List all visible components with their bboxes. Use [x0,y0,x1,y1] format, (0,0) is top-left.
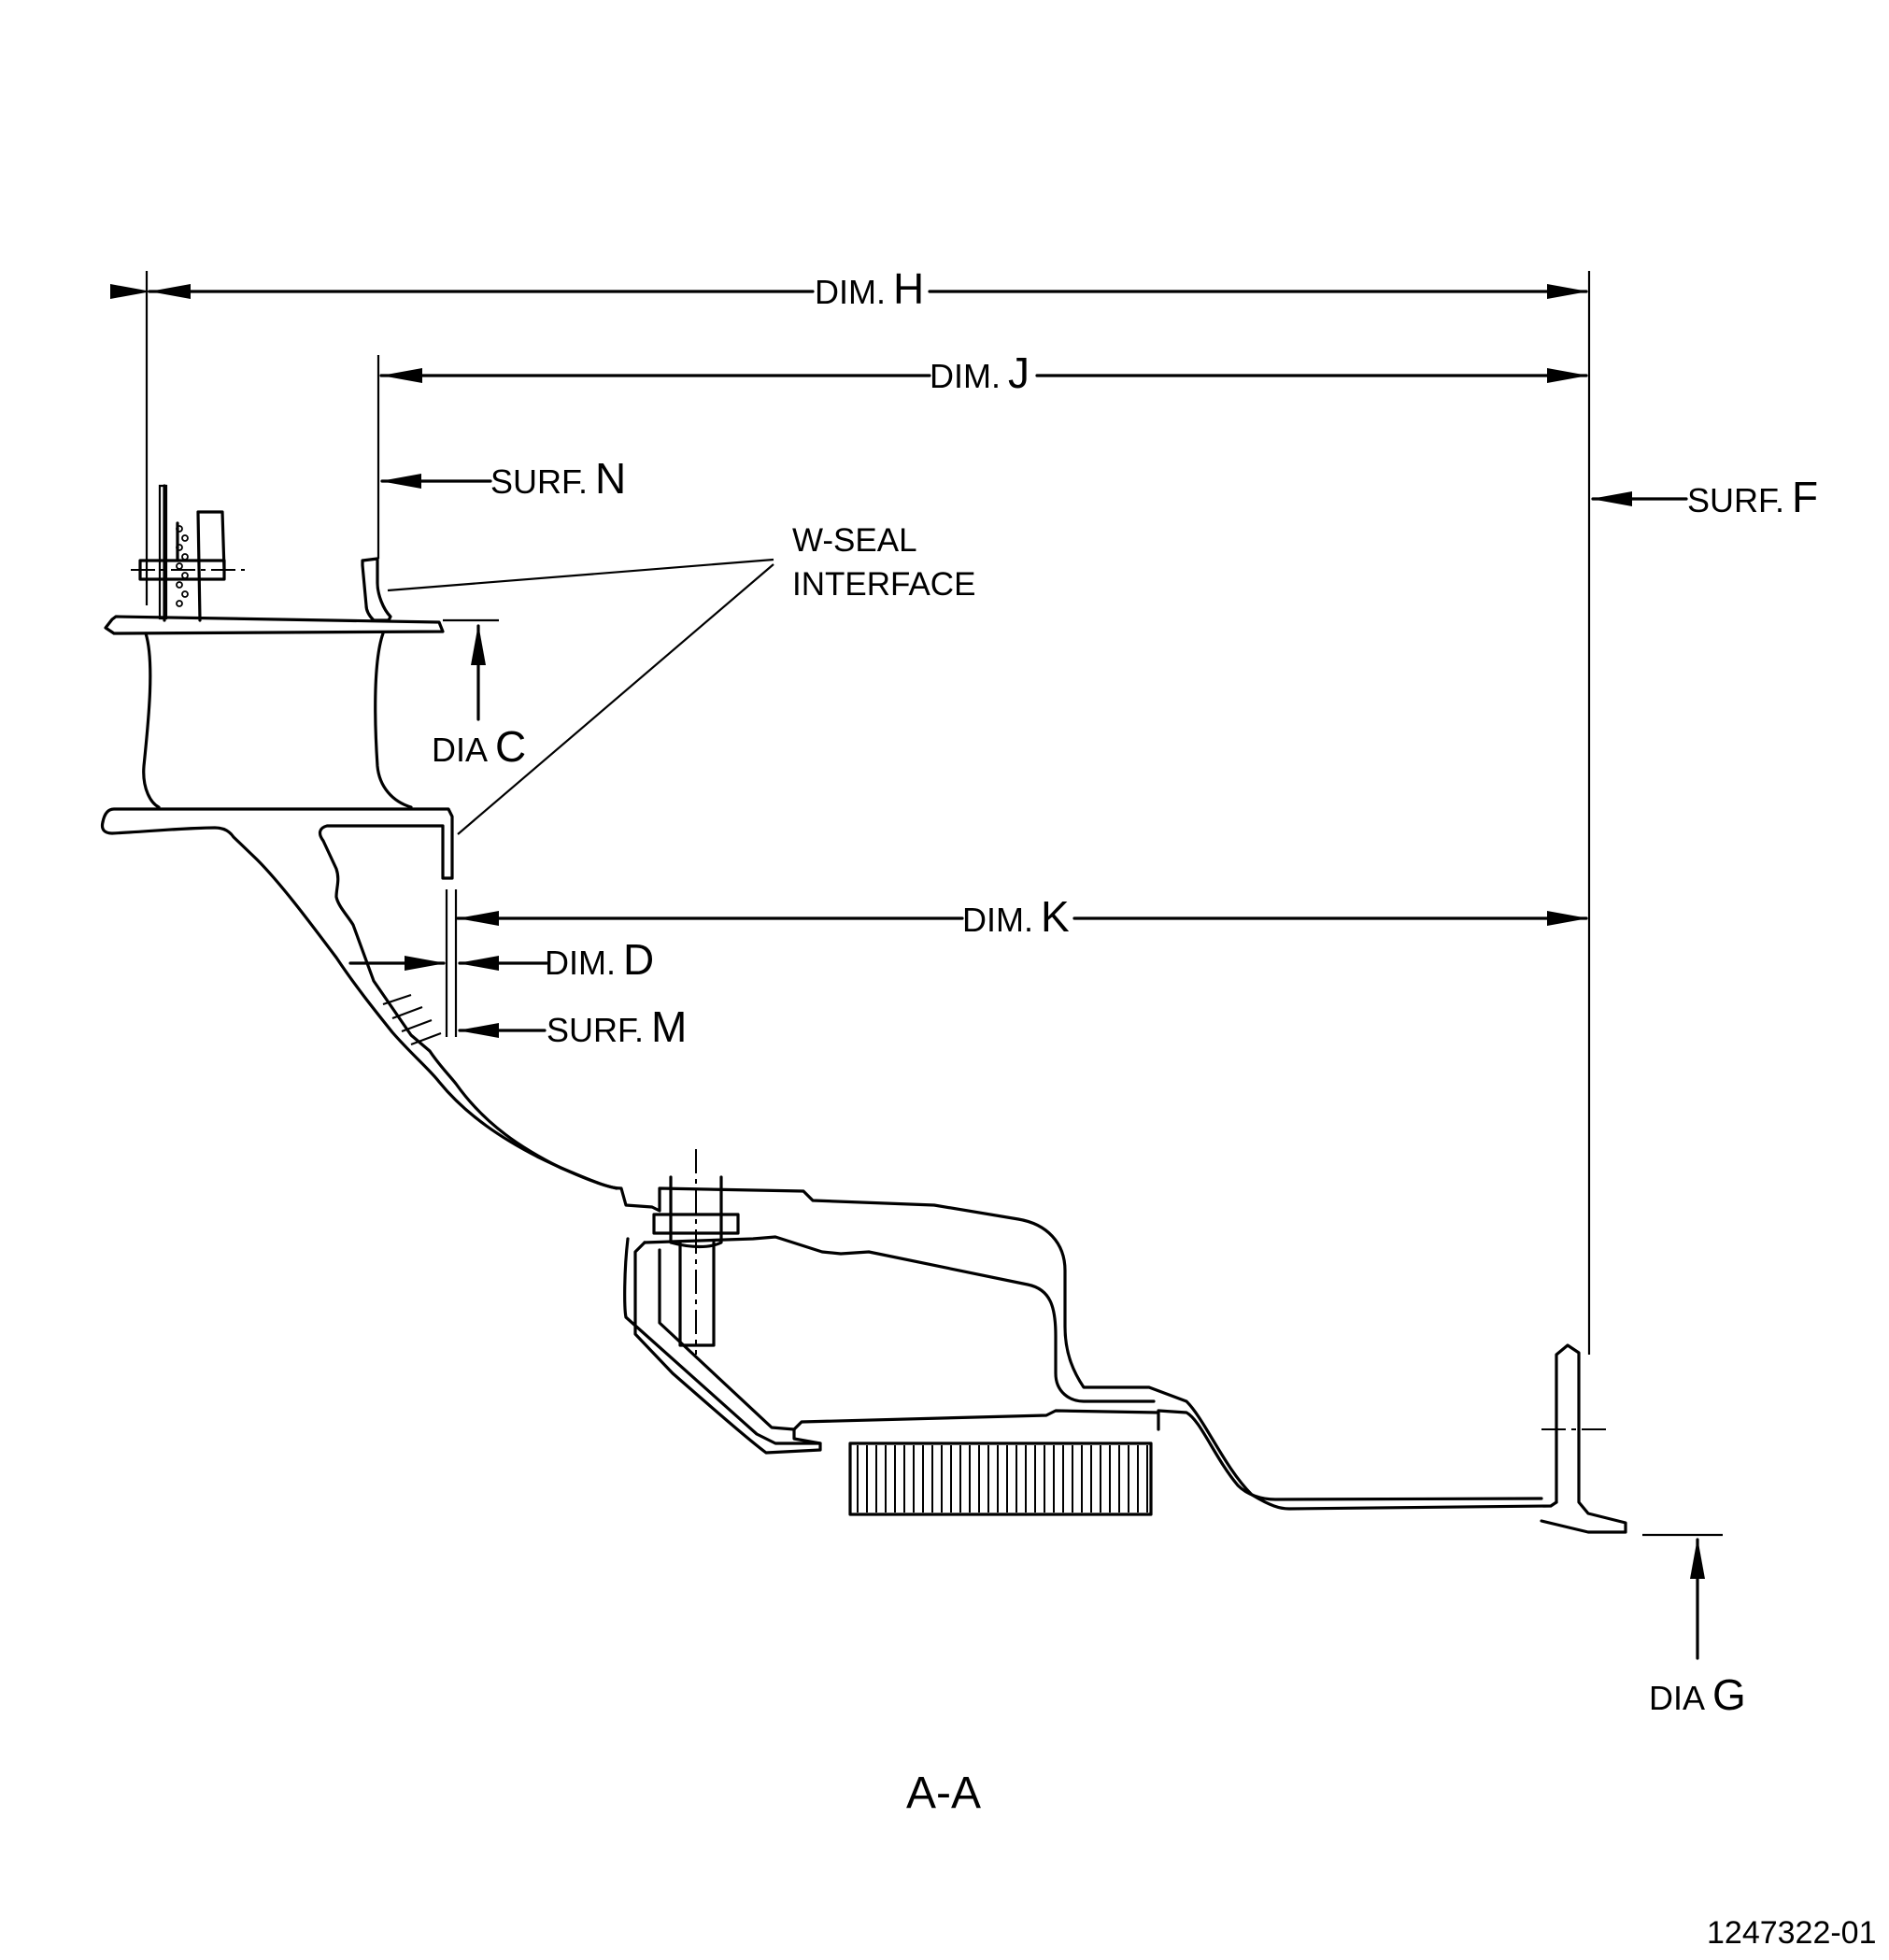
w-seal-leader-lines [387,558,774,835]
dim-d-label: DIM.D [545,935,654,984]
section-label: A-A [906,1768,981,1818]
dimension-k-line [456,911,1588,926]
surf-n-label: SURF.N [490,454,626,503]
dim-j-label: DIM.J [930,348,1030,397]
dim-h-label: DIM.H [815,264,924,313]
dim-k-label: DIM.K [962,892,1070,941]
cross-section-part [100,484,1627,1534]
w-seal-note-line1: W-SEAL [792,522,917,559]
dimension-j-line [379,368,1588,383]
surf-m-label: SURF.M [547,1002,687,1051]
wall-hatch [382,993,442,1046]
surf-f-label: SURF.F [1687,473,1818,521]
brush-seal-bristles [857,1445,1148,1513]
dimension-h-line [110,284,1588,299]
w-seal-note-line2: INTERFACE [792,566,975,603]
seal-chain-detail [176,525,189,607]
extension-lines [145,271,1723,1537]
figure-reference-number: 1247322-01 [1707,1915,1877,1951]
